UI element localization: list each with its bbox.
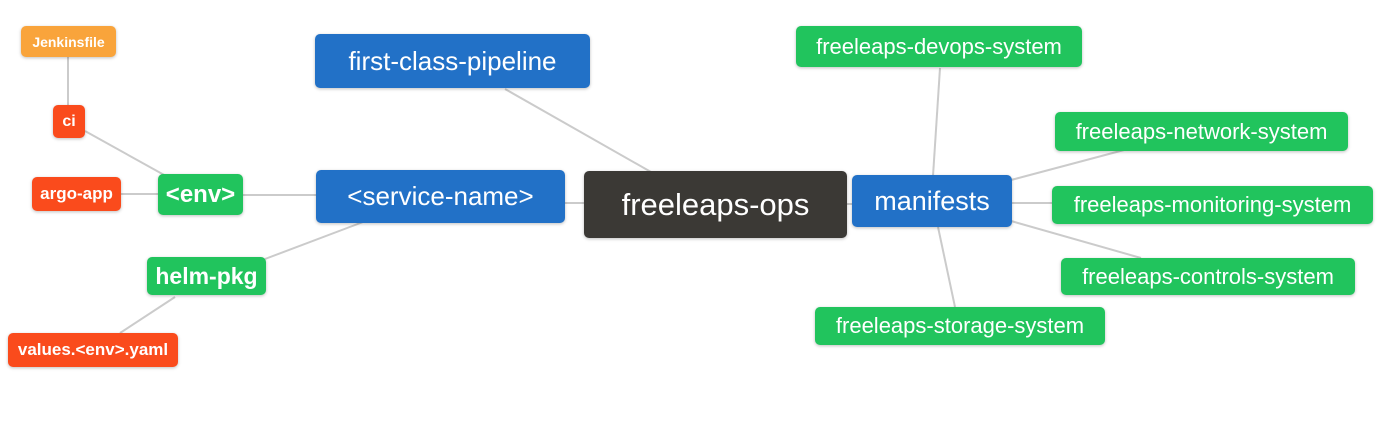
node-manifests[interactable]: manifests [852, 175, 1012, 227]
node-values-env-yaml-label: values.<env>.yaml [17, 340, 169, 359]
edge-helmpkg-servicename [264, 221, 364, 260]
node-root-freeleaps-ops-label: freeleaps-ops [621, 186, 810, 222]
node-helm-pkg-label: helm-pkg [155, 262, 258, 289]
node-argo-app[interactable]: argo-app [32, 177, 121, 211]
node-root-freeleaps-ops[interactable]: freeleaps-ops [584, 171, 847, 238]
node-ci-label: ci [62, 112, 76, 130]
node-freeleaps-controls-system[interactable]: freeleaps-controls-system [1061, 258, 1355, 295]
node-argo-app-label: argo-app [40, 184, 113, 203]
node-freeleaps-storage-system-label: freeleaps-storage-system [835, 313, 1085, 338]
node-freeleaps-monitoring-system[interactable]: freeleaps-monitoring-system [1052, 186, 1373, 224]
node-first-class-pipeline-label: first-class-pipeline [348, 45, 557, 76]
edge-values-helmpkg [119, 296, 176, 334]
node-helm-pkg[interactable]: helm-pkg [147, 257, 266, 295]
node-freeleaps-controls-system-label: freeleaps-controls-system [1082, 263, 1334, 289]
node-freeleaps-monitoring-system-label: freeleaps-monitoring-system [1073, 192, 1352, 217]
edge-manifests-controls [1010, 220, 1142, 259]
node-freeleaps-devops-system[interactable]: freeleaps-devops-system [796, 26, 1082, 67]
node-values-env-yaml[interactable]: values.<env>.yaml [8, 333, 178, 367]
edge-devops-manifests [932, 67, 941, 177]
node-freeleaps-storage-system[interactable]: freeleaps-storage-system [815, 307, 1105, 345]
node-env[interactable]: <env> [158, 174, 243, 215]
node-ci[interactable]: ci [53, 105, 85, 138]
node-freeleaps-network-system-label: freeleaps-network-system [1075, 118, 1328, 144]
edge-manifests-storage [937, 226, 956, 308]
node-service-name[interactable]: <service-name> [316, 170, 565, 223]
edge-ci-env [84, 130, 167, 177]
node-first-class-pipeline[interactable]: first-class-pipeline [315, 34, 590, 88]
edge-manifests-network [1010, 149, 1125, 181]
node-jenkinsfile[interactable]: Jenkinsfile [21, 26, 116, 57]
edge-pipeline-root [504, 88, 652, 173]
node-manifests-label: manifests [874, 185, 990, 216]
node-service-name-label: <service-name> [347, 181, 534, 211]
node-freeleaps-network-system[interactable]: freeleaps-network-system [1055, 112, 1348, 151]
node-env-label: <env> [165, 180, 236, 208]
node-freeleaps-devops-system-label: freeleaps-devops-system [816, 33, 1062, 59]
node-jenkinsfile-label: Jenkinsfile [32, 33, 105, 50]
